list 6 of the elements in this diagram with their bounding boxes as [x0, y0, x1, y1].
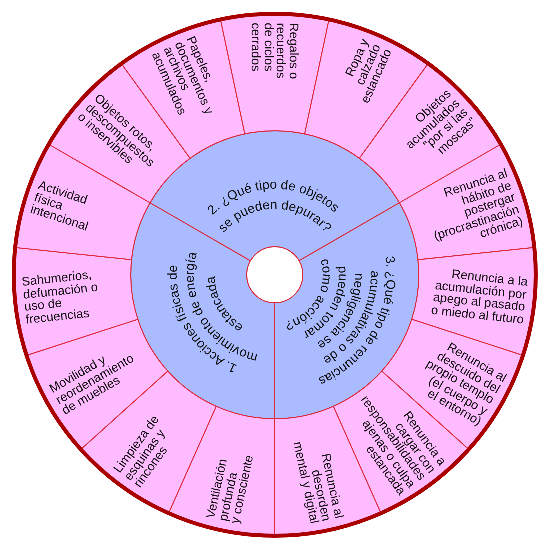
segment-label: Renuncia al desorden mental y digital: [292, 440, 346, 526]
segment-label: Sahumerios, defumación o uso de frecuencias: [22, 268, 100, 326]
segment-label: Renuncia a la acumulación por apego al pasado o miedo al futuro: [430, 266, 528, 326]
ring-segment: [13, 246, 140, 357]
segment-label: Regalos o recuerdos de ciclos cerrados: [250, 23, 300, 80]
segment-label: Ventilación profunda y consciente: [204, 454, 256, 526]
